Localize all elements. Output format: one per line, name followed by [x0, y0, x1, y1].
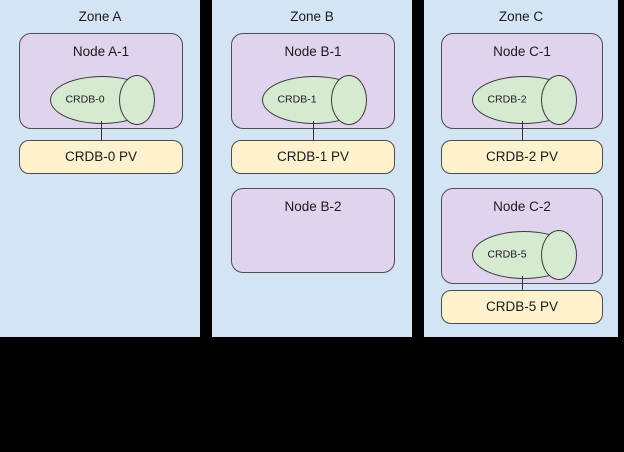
- volume-crdb-1-pv-label: CRDB-1 PV: [276, 149, 349, 164]
- node-b-2-title: Node B-2: [284, 199, 342, 214]
- node-b-1[interactable]: Node B-1 CRDB-1: [231, 33, 395, 129]
- volume-crdb-5-pv[interactable]: CRDB-5 PV: [441, 290, 603, 324]
- volume-crdb-0-pv-label: CRDB-0 PV: [64, 149, 137, 164]
- pod-crdb-2[interactable]: CRDB-2: [472, 75, 577, 125]
- connector-node-c-1-to-crdb-2-pv: [522, 121, 523, 141]
- pod-crdb-0-label: CRDB-0: [65, 93, 105, 106]
- node-c-2-title: Node C-2: [493, 199, 551, 214]
- cylinder-cap: [331, 75, 367, 125]
- cylinder-cap: [119, 75, 155, 125]
- node-c-1-title: Node C-1: [493, 44, 551, 59]
- connector-node-a-1-to-crdb-0-pv: [101, 121, 102, 141]
- volume-crdb-2-pv-label: CRDB-2 PV: [485, 149, 558, 164]
- zone-b: Zone B Node B-1 CRDB-1 CRDB-1 PV Node B-…: [212, 0, 412, 337]
- volume-crdb-2-pv[interactable]: CRDB-2 PV: [441, 140, 603, 174]
- zone-c: Zone C Node C-1 CRDB-2 CRDB-2 PV Node C-…: [424, 0, 618, 337]
- pod-crdb-2-label: CRDB-2: [487, 93, 527, 106]
- pod-crdb-1-label: CRDB-1: [277, 93, 317, 106]
- node-a-1[interactable]: Node A-1 CRDB-0: [19, 33, 183, 129]
- node-a-1-title: Node A-1: [72, 44, 130, 59]
- connector-node-c-2-to-crdb-5-pv: [522, 276, 523, 296]
- pod-crdb-5-label: CRDB-5: [487, 248, 527, 261]
- node-c-1[interactable]: Node C-1 CRDB-2: [441, 33, 603, 129]
- connector-node-b-1-to-crdb-1-pv: [313, 121, 314, 141]
- volume-crdb-0-pv[interactable]: CRDB-0 PV: [19, 140, 183, 174]
- pod-crdb-5[interactable]: CRDB-5: [472, 230, 577, 280]
- node-b-1-title: Node B-1: [284, 44, 342, 59]
- volume-crdb-5-pv-label: CRDB-5 PV: [485, 299, 558, 314]
- cylinder-cap: [541, 75, 577, 125]
- zone-b-title: Zone B: [290, 9, 334, 24]
- pod-crdb-0[interactable]: CRDB-0: [50, 75, 155, 125]
- pod-crdb-1[interactable]: CRDB-1: [262, 75, 367, 125]
- node-c-2[interactable]: Node C-2 CRDB-5: [441, 188, 603, 284]
- node-b-2[interactable]: Node B-2: [231, 188, 395, 273]
- volume-crdb-1-pv[interactable]: CRDB-1 PV: [231, 140, 395, 174]
- zone-a-title: Zone A: [78, 9, 122, 24]
- zone-c-title: Zone C: [498, 9, 544, 24]
- zone-a: Zone A Node A-1 CRDB-0 CRDB-0 PV: [0, 0, 200, 337]
- cylinder-cap: [541, 230, 577, 280]
